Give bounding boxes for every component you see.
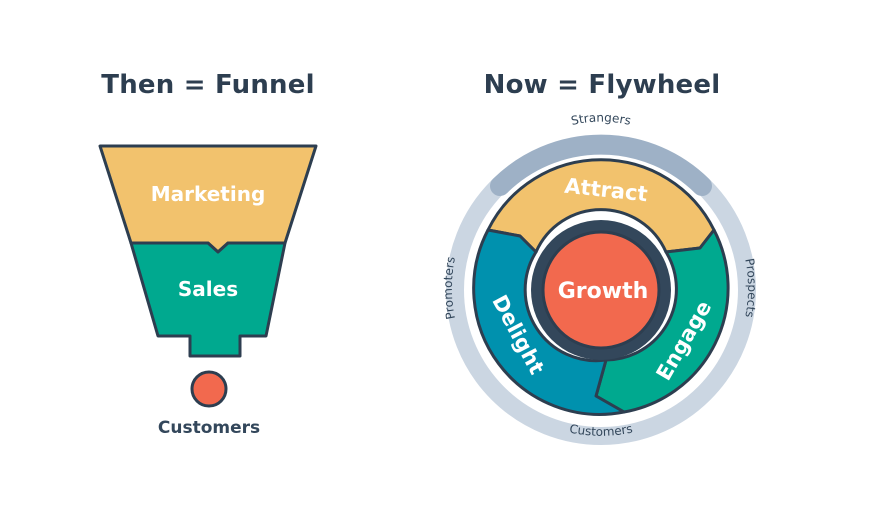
flywheel-strangers-band xyxy=(490,134,712,196)
funnel-customers-label: Customers xyxy=(158,418,260,438)
funnel-customer-dot xyxy=(190,370,228,408)
flywheel-title: Now = Flywheel xyxy=(483,70,721,100)
flywheel-strangers-label: Strangers xyxy=(570,111,633,128)
funnel-title: Then = Funnel xyxy=(101,70,315,100)
funnel-sales-label: Sales xyxy=(178,277,238,301)
flywheel-growth-center xyxy=(541,230,661,350)
funnel-marketing-label: Marketing xyxy=(151,182,266,206)
flywheel-delight-segment xyxy=(472,228,626,416)
funnel-diagram: Marketing Sales Customers xyxy=(98,144,318,438)
flywheel-diagram: Growth Attract Engage Delight Strangers … xyxy=(441,111,759,445)
flywheel-growth-label: Growth xyxy=(558,279,649,304)
flywheel-prospects-label: Prospects xyxy=(742,257,759,318)
flywheel-customers-label: Customers xyxy=(568,422,633,439)
funnel-sales-section xyxy=(129,241,287,358)
